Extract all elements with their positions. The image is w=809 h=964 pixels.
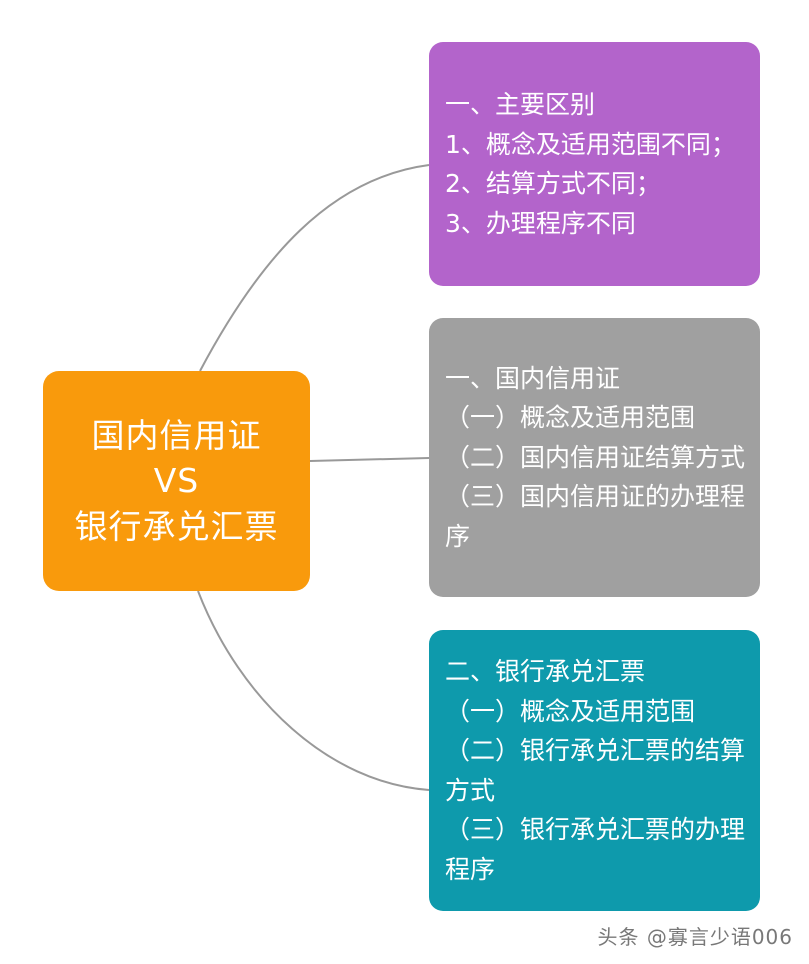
center-node-line-2: VS: [153, 461, 200, 501]
branch-node-bank-acceptance[interactable]: 二、银行承兑汇票 （一）概念及适用范围 （二）银行承兑汇票的结算方式 （三）银行…: [429, 630, 760, 911]
center-node-line-3: 银行承兑汇票: [74, 506, 279, 546]
branch-node-text: 二、银行承兑汇票 （一）概念及适用范围 （二）银行承兑汇票的结算方式 （三）银行…: [445, 657, 746, 884]
branch-node-domestic-lc[interactable]: 一、国内信用证 （一）概念及适用范围 （二）国内信用证结算方式 （三）国内信用证…: [429, 318, 760, 597]
center-node-line-1: 国内信用证: [91, 415, 262, 455]
connector-center-to-teal: [197, 590, 430, 791]
connector-center-to-purple: [199, 164, 430, 372]
connector-center-to-gray: [309, 457, 430, 462]
watermark-text: 头条 @寡言少语006: [597, 925, 793, 949]
center-node[interactable]: 国内信用证 VS 银行承兑汇票: [43, 371, 310, 591]
branch-node-differences[interactable]: 一、主要区别 1、概念及适用范围不同； 2、结算方式不同； 3、办理程序不同: [429, 42, 760, 286]
branch-node-text: 一、主要区别 1、概念及适用范围不同； 2、结算方式不同； 3、办理程序不同: [445, 90, 736, 238]
branch-node-text: 一、国内信用证 （一）概念及适用范围 （二）国内信用证结算方式 （三）国内信用证…: [445, 363, 746, 551]
